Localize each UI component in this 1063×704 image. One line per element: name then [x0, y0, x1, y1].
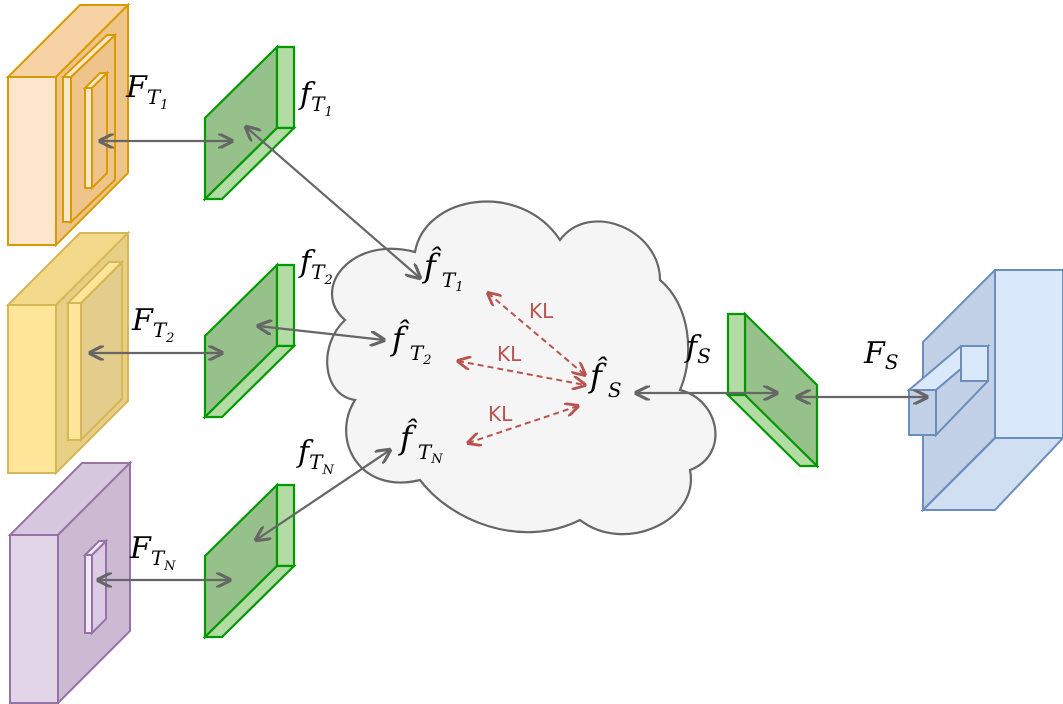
- kl-arrow-t2: [458, 361, 585, 385]
- label-F-T2: FT2: [131, 303, 174, 346]
- arrow-fT1-fhatT1: [246, 127, 420, 278]
- kl-label-tn: KL: [488, 402, 513, 426]
- student-feature-block: [906, 269, 1063, 513]
- label-f-T1: fT1: [298, 77, 333, 120]
- label-f-TN: fTN: [296, 435, 334, 478]
- label-f-T2: fT2: [298, 245, 333, 288]
- feature-cloud: [326, 200, 717, 536]
- projection-slab-tn: [202, 482, 297, 640]
- arrow-fT2-fhatT2: [258, 326, 384, 340]
- teacher-1-feature-block: [5, 2, 131, 248]
- projection-slab-s: [725, 311, 820, 469]
- kl-label-t1: KL: [529, 299, 554, 323]
- arrow-fTN-fhatTN: [256, 450, 390, 540]
- kl-label-t2: KL: [497, 342, 522, 366]
- projection-slab-t1: [202, 44, 297, 202]
- projection-slab-t2: [202, 262, 297, 420]
- label-F-T1: FT1: [125, 70, 168, 113]
- label-F-TN: FTN: [129, 531, 176, 574]
- label-f-S: fS: [684, 330, 711, 368]
- teacher-n-feature-block: [7, 460, 133, 704]
- label-F-S: FS: [863, 336, 899, 374]
